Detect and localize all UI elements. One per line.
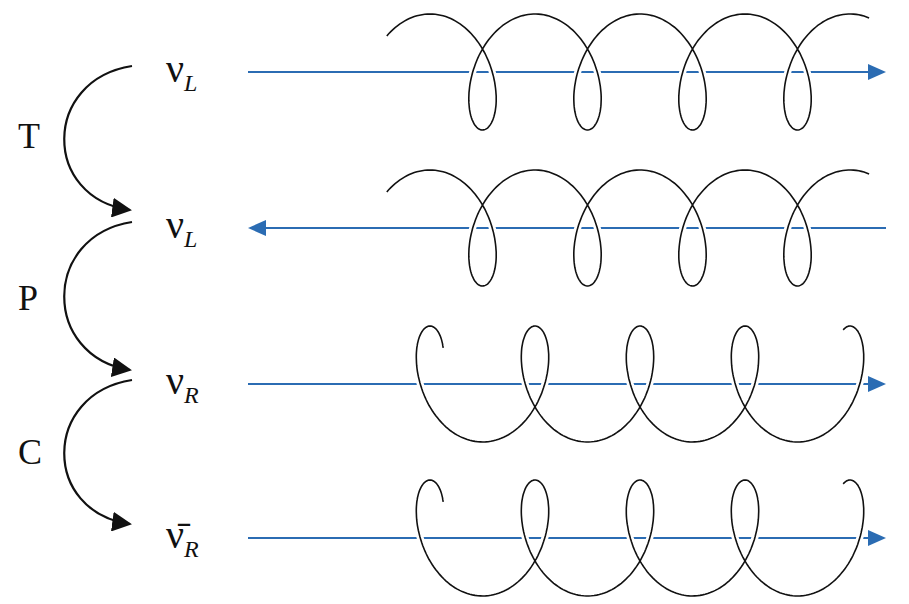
spin-helix xyxy=(387,170,869,286)
momentum-arrowhead xyxy=(868,376,886,392)
transform-arrow xyxy=(64,222,132,370)
spin-helix xyxy=(416,480,863,596)
particle-label: νR xyxy=(166,361,199,407)
helix-gap xyxy=(416,480,863,596)
momentum-line xyxy=(248,537,872,539)
transform-arrow xyxy=(64,380,132,524)
momentum-line xyxy=(248,383,872,385)
momentum-arrowhead xyxy=(868,530,886,546)
symmetry-label: T xyxy=(16,118,42,154)
symmetry-label: P xyxy=(16,280,40,316)
helix-gap xyxy=(387,170,869,286)
particle-label: νL xyxy=(166,205,197,251)
symmetry-label: C xyxy=(16,434,44,470)
momentum-arrowhead xyxy=(868,64,886,80)
helix-gap xyxy=(387,14,869,130)
particle-label: νL xyxy=(166,49,197,95)
helix-gap xyxy=(416,326,863,442)
spin-helix xyxy=(416,326,863,442)
particle-label: ν̄R xyxy=(166,515,199,561)
momentum-line xyxy=(248,71,872,73)
spin-helix xyxy=(387,14,869,130)
transform-arrow xyxy=(64,66,132,210)
momentum-arrowhead xyxy=(248,220,266,236)
